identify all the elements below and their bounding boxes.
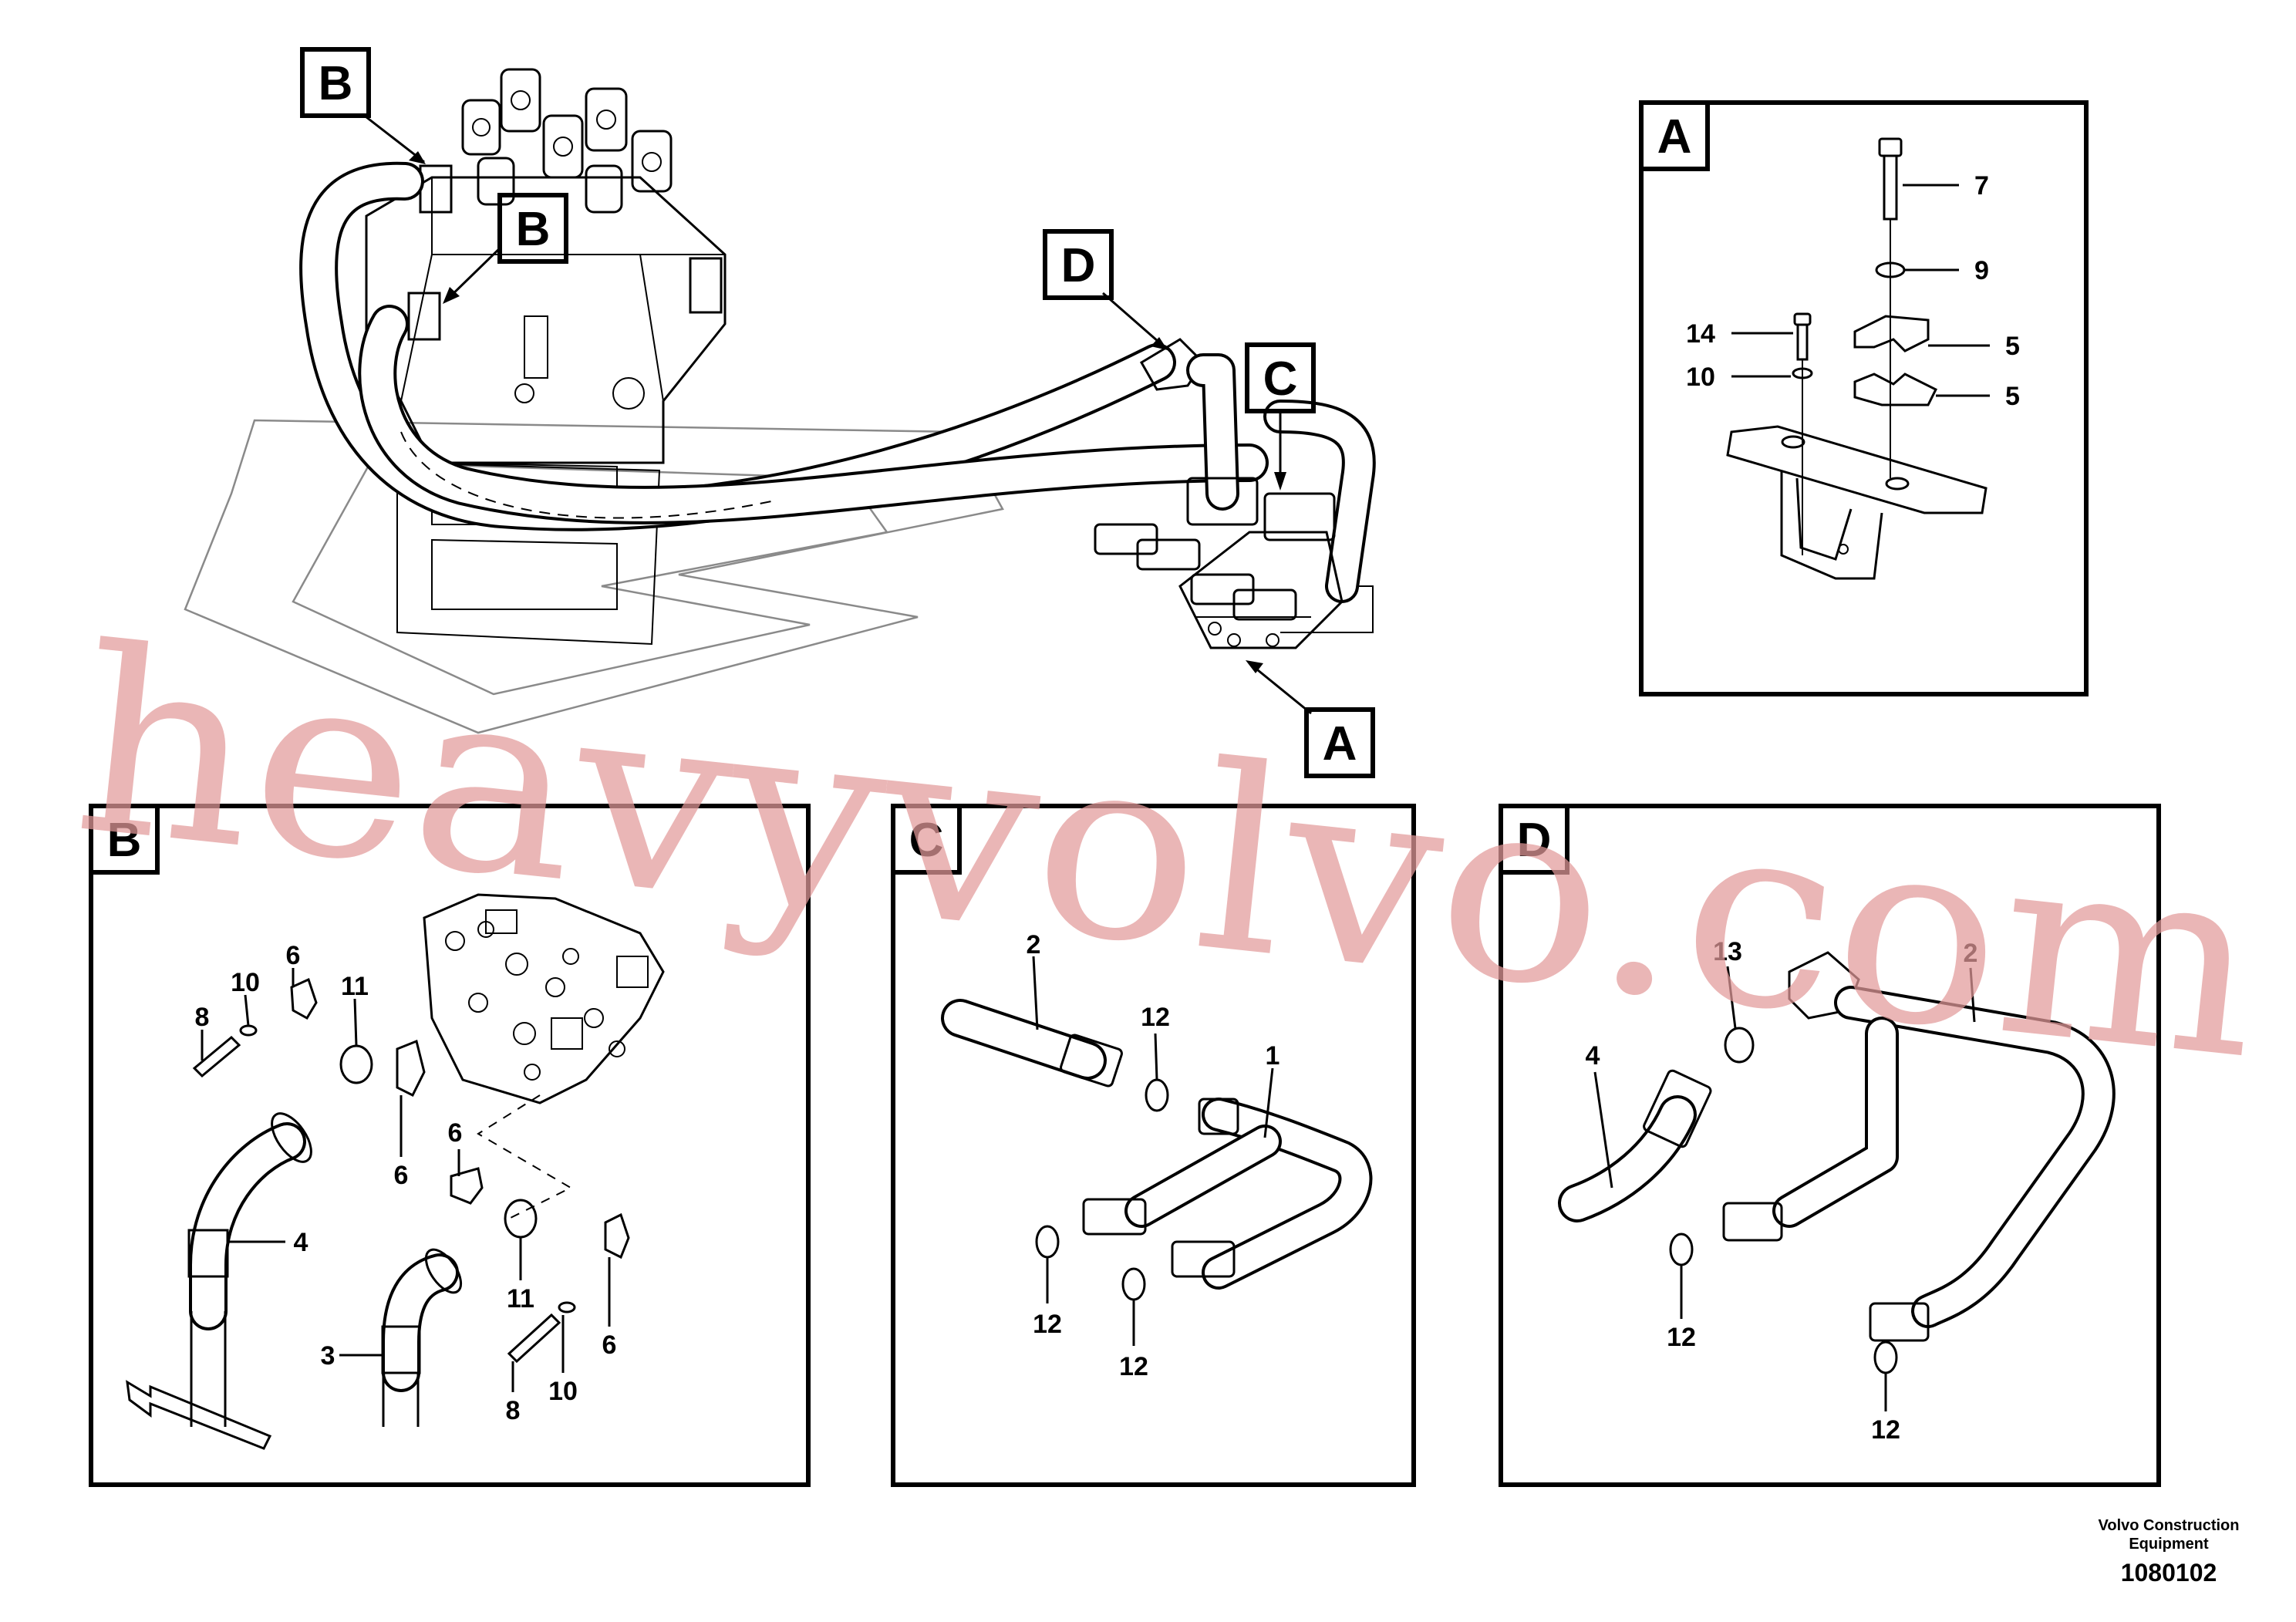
callout-d: D xyxy=(1043,229,1168,350)
o-ring-12-top xyxy=(1145,1078,1169,1112)
flange-lower xyxy=(424,1248,463,1294)
svg-text:8: 8 xyxy=(195,1003,210,1032)
svg-text:1: 1 xyxy=(1266,1041,1280,1071)
callout-c: C xyxy=(1245,342,1316,491)
svg-text:11: 11 xyxy=(341,972,369,1001)
svg-text:D: D xyxy=(1517,814,1552,867)
hose-end-fittings xyxy=(1094,477,1336,621)
svg-text:13: 13 xyxy=(1713,937,1742,966)
svg-text:6: 6 xyxy=(602,1330,617,1360)
svg-text:10: 10 xyxy=(1686,363,1715,392)
o-ring-lower xyxy=(504,1199,538,1239)
split-flange-1 xyxy=(290,977,318,1020)
bolt-8-lower xyxy=(507,1313,561,1364)
fitting-lower-2 xyxy=(1171,1240,1236,1278)
svg-text:12: 12 xyxy=(1667,1323,1696,1352)
svg-text:6: 6 xyxy=(394,1161,409,1190)
svg-text:10: 10 xyxy=(231,968,260,997)
svg-text:C: C xyxy=(1263,352,1298,406)
split-flange-3 xyxy=(450,1167,484,1205)
svg-text:6: 6 xyxy=(286,941,301,970)
svg-text:6: 6 xyxy=(448,1118,463,1148)
svg-text:10: 10 xyxy=(548,1377,578,1406)
split-flange-2 xyxy=(396,1039,426,1098)
svg-text:2: 2 xyxy=(1027,930,1041,959)
svg-text:4: 4 xyxy=(294,1228,308,1257)
split-flange-4 xyxy=(604,1212,630,1259)
flange-upper xyxy=(271,1112,312,1163)
fitting-d-2 xyxy=(1869,1302,1930,1342)
washer-10-upper xyxy=(239,1024,258,1037)
svg-text:B: B xyxy=(516,203,551,256)
svg-text:3: 3 xyxy=(321,1341,335,1371)
svg-text:12: 12 xyxy=(1119,1352,1148,1381)
o-ring-12-right xyxy=(1121,1267,1146,1301)
dashed-guide xyxy=(477,1094,573,1219)
svg-text:B: B xyxy=(319,57,353,110)
o-ring-12-d-right xyxy=(1873,1340,1898,1374)
svg-text:9: 9 xyxy=(1974,256,1989,285)
control-valve-body xyxy=(365,68,727,464)
mounting-bracket xyxy=(1726,425,1988,580)
direction-arrow-icon xyxy=(126,1380,272,1450)
detail-d-panel: D 13 2 4 12 12 xyxy=(1499,804,2161,1487)
main-assembly-view xyxy=(184,68,1376,734)
svg-text:5: 5 xyxy=(2005,332,2020,361)
svg-text:C: C xyxy=(909,814,944,867)
o-ring-12-left xyxy=(1035,1225,1060,1259)
valve-section xyxy=(423,893,665,1104)
small-line xyxy=(1280,585,1374,633)
detail-b-panel: B xyxy=(89,804,811,1487)
fitting-d-1 xyxy=(1722,1202,1783,1242)
company-line-1: Volvo Construction xyxy=(2099,1517,2240,1534)
washer-10-lower xyxy=(558,1301,576,1313)
svg-text:11: 11 xyxy=(507,1284,534,1313)
callout-b-2: B xyxy=(443,193,568,304)
svg-text:8: 8 xyxy=(506,1396,521,1425)
detail-a-panel: A xyxy=(1639,100,2089,696)
bolt-7 xyxy=(1878,137,1903,221)
svg-text:2: 2 xyxy=(1964,939,1978,968)
svg-text:A: A xyxy=(1657,110,1692,164)
watermark: heavyvolvo.com xyxy=(64,592,2274,1116)
svg-text:12: 12 xyxy=(1871,1415,1900,1445)
svg-text:12: 12 xyxy=(1033,1310,1062,1339)
o-ring-12-d-left xyxy=(1669,1233,1694,1266)
o-ring-upper xyxy=(339,1044,373,1084)
svg-text:14: 14 xyxy=(1686,319,1715,349)
svg-text:4: 4 xyxy=(1586,1041,1600,1071)
manifold-block xyxy=(1178,531,1344,649)
svg-text:7: 7 xyxy=(1974,171,1989,201)
svg-text:D: D xyxy=(1061,239,1096,292)
drawing-number: 1080102 xyxy=(2121,1559,2217,1587)
o-ring-13 xyxy=(1724,1027,1755,1064)
detail-c-panel: C 2 12 1 12 12 xyxy=(891,804,1416,1487)
svg-text:12: 12 xyxy=(1141,1003,1170,1032)
svg-text:5: 5 xyxy=(2005,382,2020,411)
callout-b-1: B xyxy=(300,47,426,164)
bolt-14 xyxy=(1793,312,1812,361)
clamp-half-upper xyxy=(1853,315,1930,352)
company-line-2: Equipment xyxy=(2129,1536,2209,1553)
svg-text:A: A xyxy=(1323,717,1357,771)
clamp-half-lower xyxy=(1853,373,1938,406)
callout-a: A xyxy=(1246,660,1375,778)
hidden-hose xyxy=(400,431,772,519)
svg-text:B: B xyxy=(107,814,142,867)
bolt-8-upper xyxy=(192,1035,241,1078)
fitting-lower-1 xyxy=(1082,1198,1147,1236)
footer: Volvo Construction Equipment 1080102 xyxy=(2099,1517,2240,1587)
